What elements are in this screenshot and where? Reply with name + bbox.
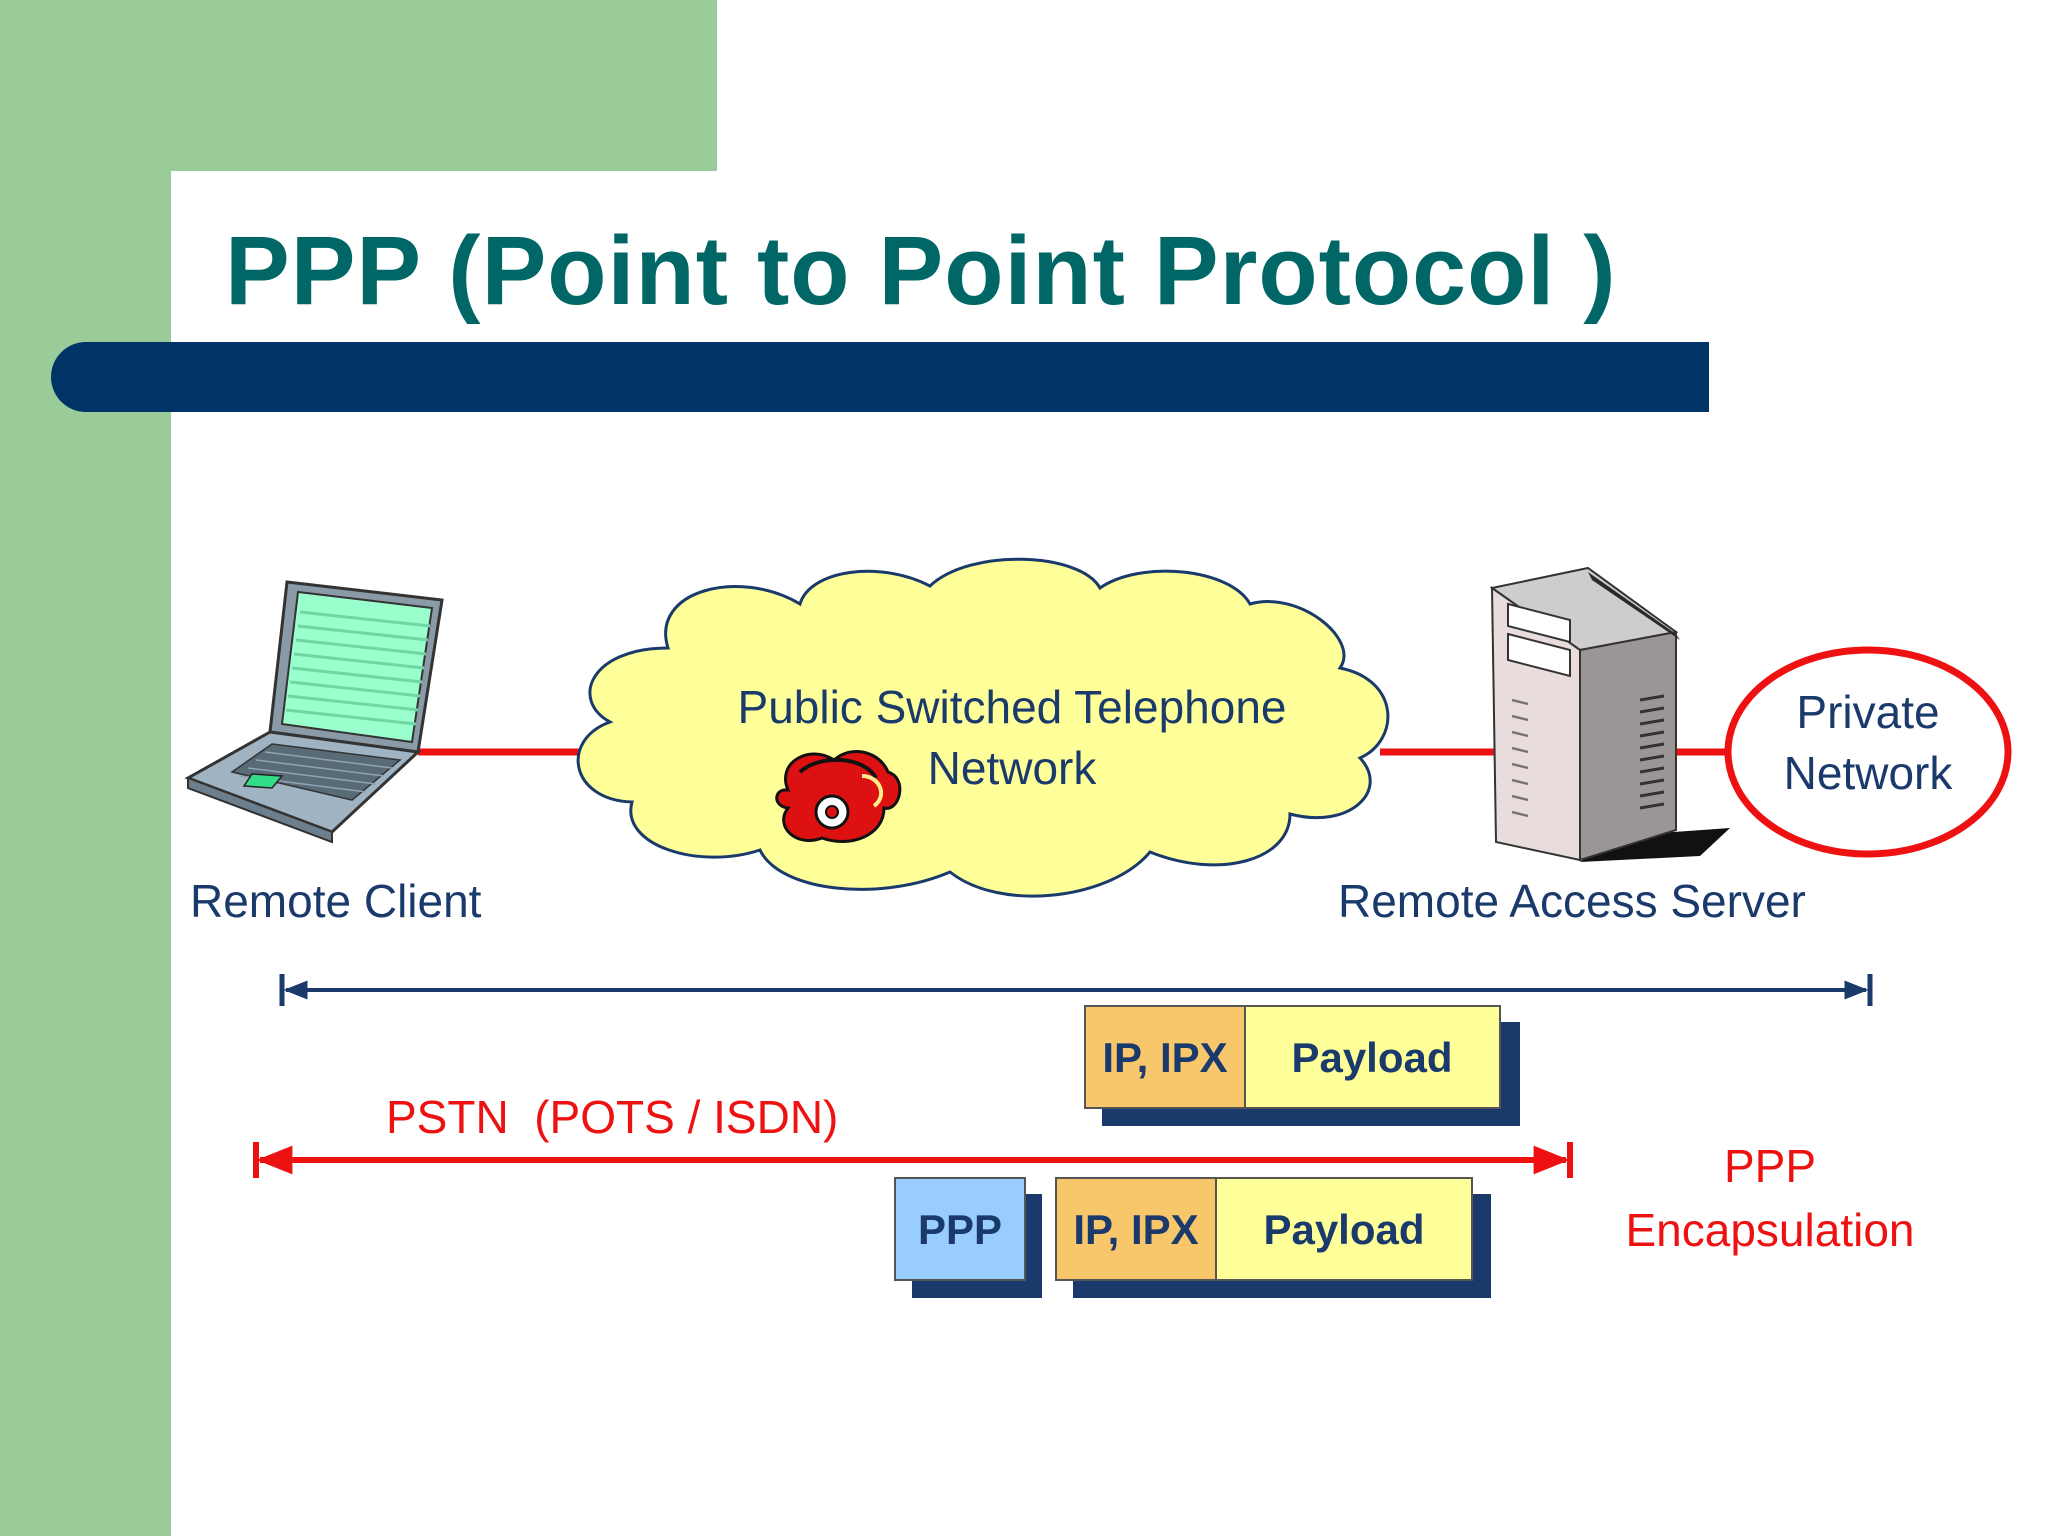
encapsulation-label-line1: PPP xyxy=(1724,1140,1816,1192)
upper-frame-ip-ipx: IP, IPX xyxy=(1102,1034,1227,1081)
pstn-span-label: PSTN (POTS / ISDN) xyxy=(386,1091,838,1143)
title-underline-bar xyxy=(51,342,1709,412)
slide-title: PPP (Point to Point Protocol ) xyxy=(225,216,1617,325)
lower-frame-ip-ipx: IP, IPX xyxy=(1073,1206,1198,1253)
pstn-cloud-label-line1: Public Switched Telephone xyxy=(738,681,1287,733)
cloud-shape xyxy=(576,557,1390,898)
lower-frame-ppp-header: PPP xyxy=(918,1206,1002,1253)
pstn-cloud-label-line2: Network xyxy=(928,742,1098,794)
top-green-band xyxy=(0,0,717,171)
remote-client-label: Remote Client xyxy=(190,875,482,927)
laptop-icon xyxy=(184,580,444,844)
lower-frame-payload: Payload xyxy=(1263,1206,1424,1253)
upper-frame xyxy=(1084,1005,1520,1126)
upper-frame-payload: Payload xyxy=(1291,1034,1452,1081)
encapsulation-label-line2: Encapsulation xyxy=(1626,1204,1915,1256)
left-green-band xyxy=(0,0,171,1536)
private-network-ellipse xyxy=(1724,646,2012,858)
remote-access-server-label: Remote Access Server xyxy=(1338,875,1806,927)
telephone-icon xyxy=(775,750,902,843)
server-tower-icon xyxy=(1489,566,1730,862)
private-network-label-line1: Private xyxy=(1796,686,1939,738)
lower-frame xyxy=(894,1177,1491,1298)
private-network-label-line2: Network xyxy=(1784,747,1954,799)
